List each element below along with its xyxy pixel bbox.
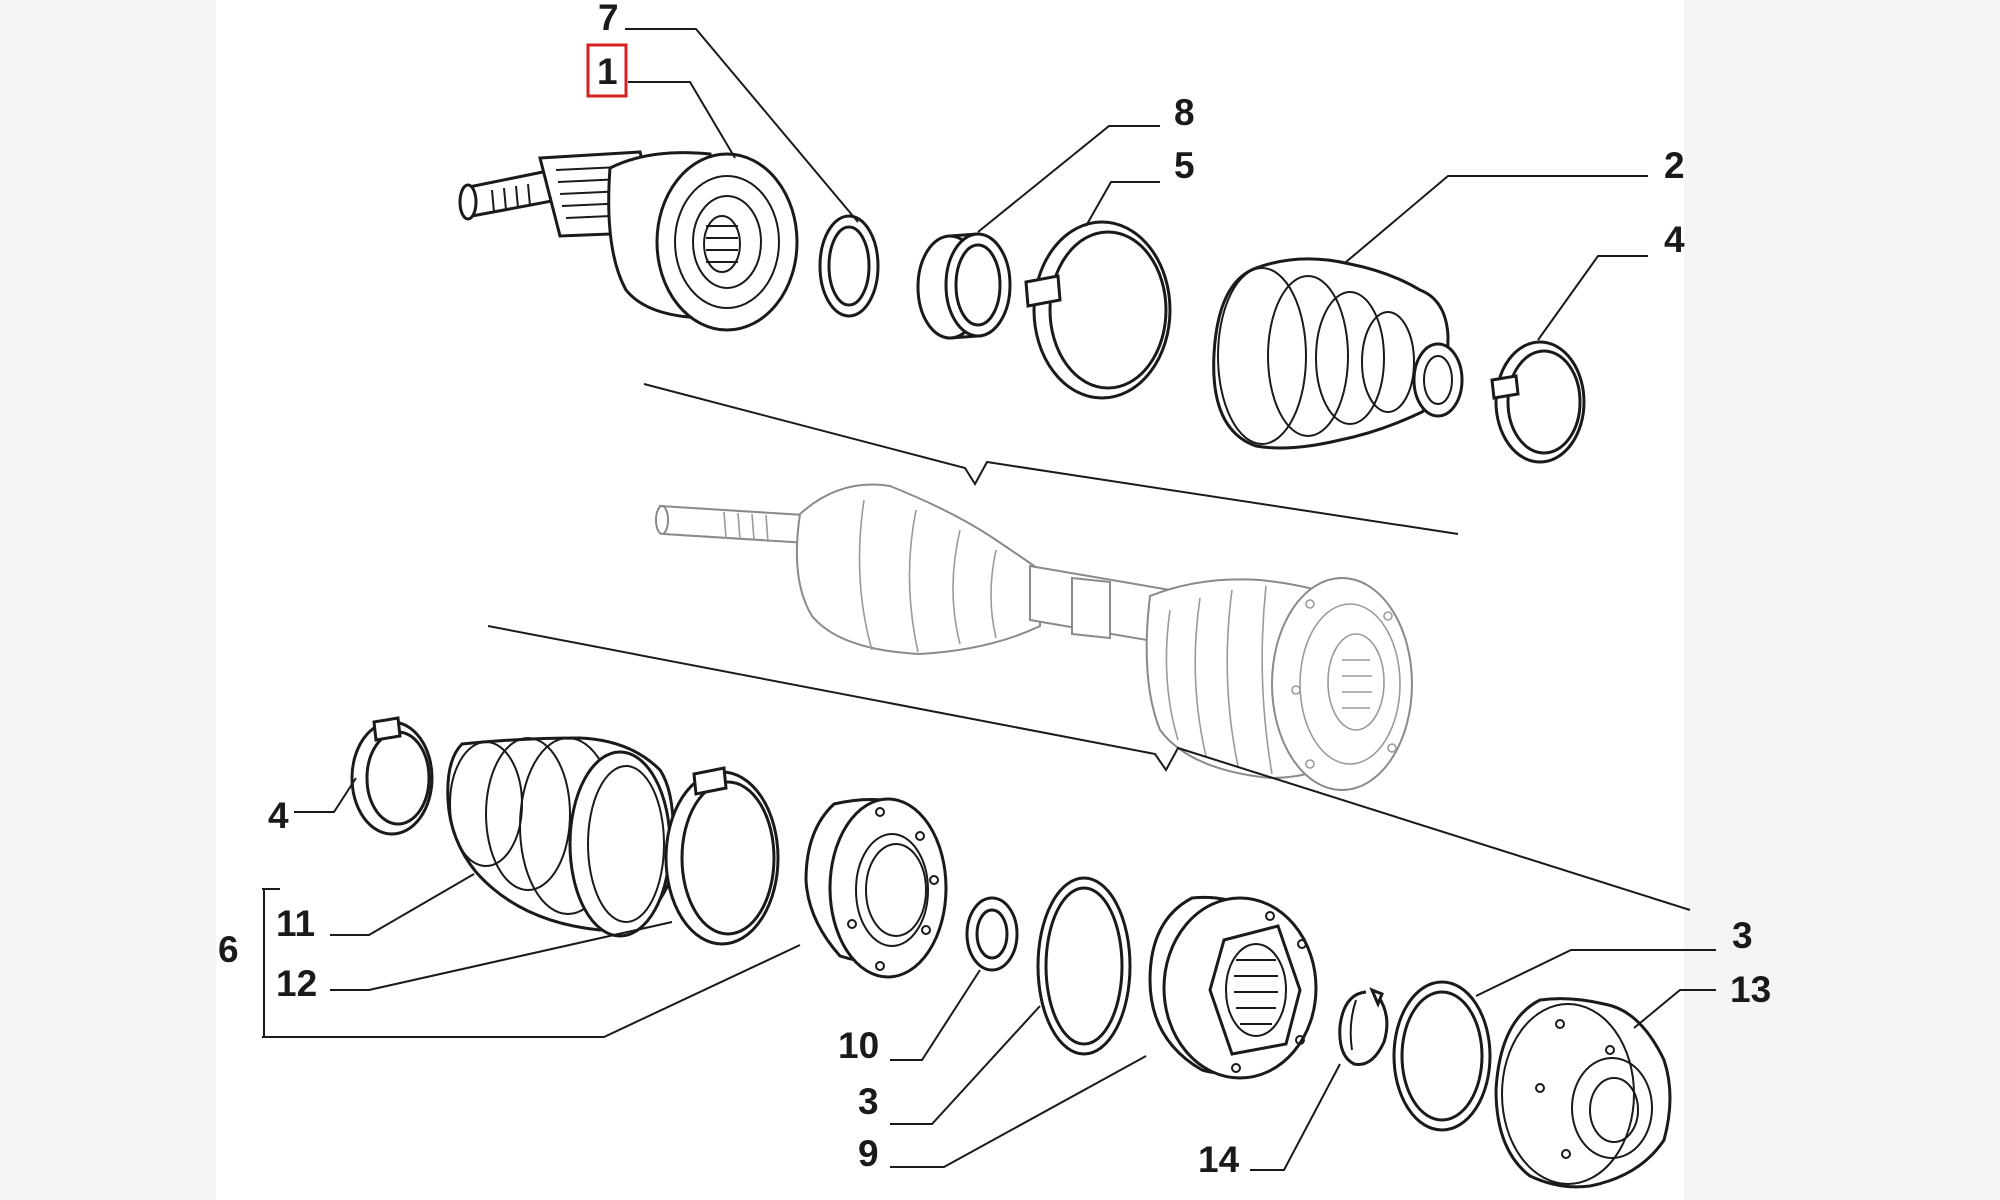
part-11-inner-boot[interactable] — [446, 736, 675, 938]
leader-lines — [262, 28, 1716, 1171]
part-13-dust-cap[interactable] — [1494, 997, 1672, 1189]
selected-callout-highlight — [586, 43, 628, 98]
part-2-outer-boot[interactable] — [1212, 257, 1464, 450]
callout-12[interactable]: 12 — [276, 963, 317, 1004]
part-7-washer[interactable] — [818, 214, 880, 318]
callout-1-selected[interactable]: 1 — [597, 51, 618, 92]
part-3-gasket-right[interactable] — [1392, 980, 1492, 1132]
callout-5[interactable]: 5 — [1174, 145, 1195, 186]
part-3-gasket-lower[interactable] — [1036, 876, 1132, 1056]
callout-8[interactable]: 8 — [1174, 92, 1195, 133]
part-1-outer-joint[interactable] — [458, 150, 799, 332]
callout-4-left[interactable]: 4 — [268, 795, 289, 836]
callout-13[interactable]: 13 — [1730, 969, 1771, 1010]
left-margin — [0, 0, 216, 1200]
part-5-clamp-band[interactable] — [1024, 220, 1172, 400]
callout-10[interactable]: 10 — [838, 1025, 879, 1066]
callout-7-top[interactable]: 7 — [598, 0, 619, 38]
callout-3-right[interactable]: 3 — [1732, 915, 1753, 956]
callout-11[interactable]: 11 — [276, 903, 315, 944]
callout-4-right[interactable]: 4 — [1664, 219, 1685, 260]
part-10-small-washer[interactable] — [965, 896, 1019, 972]
upper-group-bracket — [643, 383, 1459, 535]
lower-group-bracket — [487, 625, 1691, 911]
callout-numbers: 7 1 8 5 2 4 4 11 6 12 10 3 9 14 3 13 — [218, 0, 1771, 1180]
part-8-seal-ring[interactable] — [916, 232, 1012, 340]
assembled-axle-shaft — [655, 483, 1413, 791]
callout-6[interactable]: 6 — [218, 929, 239, 970]
part-4-small-clamp-lower[interactable] — [350, 716, 434, 836]
part-6-flange-housing[interactable] — [804, 797, 948, 979]
callout-3-lower[interactable]: 3 — [858, 1081, 879, 1122]
part-4-small-clamp-upper[interactable] — [1490, 340, 1586, 464]
callout-14[interactable]: 14 — [1198, 1139, 1240, 1180]
part-12-large-clamp[interactable] — [664, 766, 780, 946]
part-9-inner-joint[interactable] — [1148, 895, 1318, 1080]
callout-2[interactable]: 2 — [1664, 145, 1685, 186]
right-margin — [1684, 0, 2000, 1200]
part-14-circlip[interactable] — [1338, 987, 1389, 1067]
callout-9[interactable]: 9 — [858, 1133, 879, 1174]
